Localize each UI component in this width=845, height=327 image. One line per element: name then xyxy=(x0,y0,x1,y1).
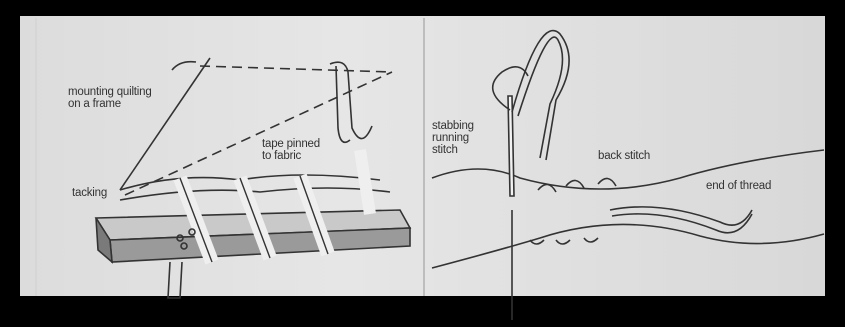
back-stitch-3 xyxy=(598,178,616,186)
label-mounting-quilting: mounting quilting on a frame xyxy=(68,86,152,110)
label-tape-pinned: tape pinned to fabric xyxy=(262,138,320,162)
label-end-of-thread: end of thread xyxy=(706,180,771,192)
thread-loop xyxy=(512,31,569,160)
fabric-bottom xyxy=(432,224,824,268)
thread-tail-right-inner xyxy=(612,214,752,233)
label-tacking: tacking xyxy=(72,187,107,199)
thread-tail xyxy=(172,62,196,70)
tape-hanging-end xyxy=(168,262,182,298)
stitch-drawing xyxy=(432,31,824,320)
label-stabbing-running-stitch: stabbing running stitch xyxy=(432,120,474,156)
thread-loop-inner xyxy=(518,37,563,158)
tape-4 xyxy=(360,150,370,214)
dashed-line-top xyxy=(200,66,392,72)
label-back-stitch: back stitch xyxy=(598,150,650,162)
running-stitch-2 xyxy=(556,240,570,244)
running-stitch-3 xyxy=(584,238,598,242)
thread-tail-right xyxy=(610,207,752,225)
tack-thread xyxy=(120,58,210,190)
